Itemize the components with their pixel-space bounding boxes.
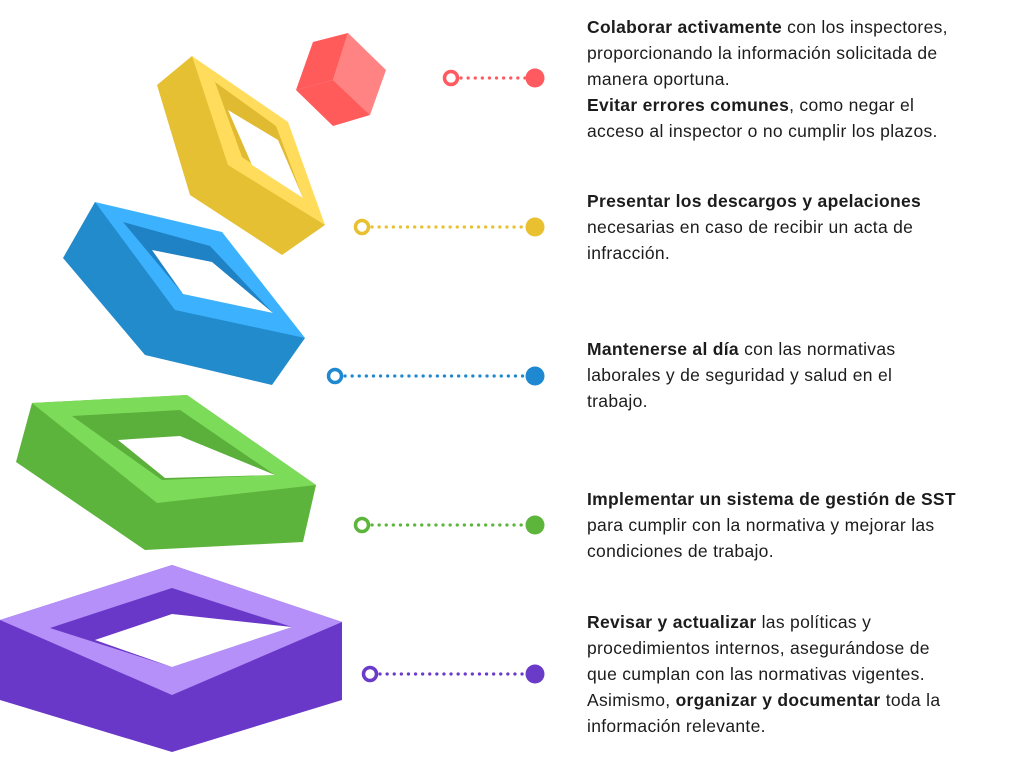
- text-line: proporcionando la información solicitada…: [587, 40, 948, 66]
- text-line: Presentar los descargos y apelaciones: [587, 188, 921, 214]
- text-line: infracción.: [587, 240, 921, 266]
- item-text-blue: Mantenerse al día con las normativas labo…: [587, 336, 895, 414]
- text-segment: Asimismo,: [587, 690, 676, 710]
- text-segment: toda la: [880, 690, 941, 710]
- open-circle-icon: [326, 367, 344, 385]
- text-line: acceso al inspector o no cumplir los pla…: [587, 118, 948, 144]
- connector-yellow: [353, 217, 545, 237]
- text-segment: trabajo.: [587, 391, 648, 411]
- green-frame-shape: [16, 395, 316, 550]
- item-text-purple: Revisar y actualizar las políticas y proc…: [587, 609, 940, 739]
- text-segment: con las normativas: [738, 339, 896, 359]
- filled-circle-icon: [525, 366, 545, 386]
- text-segment: condiciones de trabajo.: [587, 541, 774, 561]
- text-line: manera oportuna.: [587, 66, 948, 92]
- yellow-frame-shape: [157, 56, 325, 255]
- text-segment: información relevante.: [587, 716, 766, 736]
- text-line: para cumplir con la normativa y mejorar …: [587, 512, 956, 538]
- text-line: Colaborar activamente con los inspectore…: [587, 14, 948, 40]
- filled-circle-icon: [525, 515, 545, 535]
- text-segment: para cumplir con la normativa y mejorar …: [587, 515, 935, 535]
- text-line: que cumplan con las normativas vigentes.: [587, 661, 940, 687]
- text-segment: necesarias en caso de recibir un acta de: [587, 217, 914, 237]
- text-line: Evitar errores comunes, como negar el: [587, 92, 948, 118]
- text-segment: proporcionando la información solicitada…: [587, 43, 938, 63]
- bold-phrase: Presentar los descargos y apelaciones: [587, 191, 922, 211]
- bold-phrase: Implementar un sistema de gestión de SST: [587, 489, 956, 509]
- text-line: Implementar un sistema de gestión de SST: [587, 486, 956, 512]
- connector-green: [353, 515, 545, 535]
- open-circle-icon: [353, 516, 371, 534]
- text-segment: que cumplan con las normativas vigentes.: [587, 664, 925, 684]
- item-text-red: Colaborar activamente con los inspectore…: [587, 14, 948, 144]
- open-circle-icon: [361, 665, 379, 683]
- item-text-green: Implementar un sistema de gestión de SST…: [587, 486, 956, 564]
- text-line: trabajo.: [587, 388, 895, 414]
- filled-circle-icon: [525, 68, 545, 88]
- text-line: Asimismo, organizar y documentar toda la: [587, 687, 940, 713]
- text-segment: procedimientos internos, asegurándose de: [587, 638, 930, 658]
- bold-phrase: Revisar y actualizar: [587, 612, 757, 632]
- text-line: Mantenerse al día con las normativas: [587, 336, 895, 362]
- bold-phrase: Evitar errores comunes: [587, 95, 790, 115]
- connector-blue: [326, 366, 545, 386]
- text-line: información relevante.: [587, 713, 940, 739]
- text-segment: manera oportuna.: [587, 69, 730, 89]
- open-circle-icon: [353, 218, 371, 236]
- text-line: laborales y de seguridad y salud en el: [587, 362, 895, 388]
- filled-circle-icon: [525, 664, 545, 684]
- item-text-yellow: Presentar los descargos y apelaciones nec…: [587, 188, 921, 266]
- red-cube-shape: [296, 33, 386, 126]
- text-segment: con los inspectores,: [781, 17, 948, 37]
- open-circle-icon: [442, 69, 460, 87]
- bold-phrase: organizar y documentar: [675, 690, 881, 710]
- text-line: necesarias en caso de recibir un acta de: [587, 214, 921, 240]
- connector-red: [442, 68, 545, 88]
- text-segment: las políticas y: [756, 612, 872, 632]
- text-segment: infracción.: [587, 243, 671, 263]
- text-segment: laborales y de seguridad y salud en el: [587, 365, 893, 385]
- text-segment: , como negar el: [789, 95, 915, 115]
- connector-purple: [361, 664, 545, 684]
- bold-phrase: Colaborar activamente: [587, 17, 782, 37]
- filled-circle-icon: [525, 217, 545, 237]
- text-segment: acceso al inspector o no cumplir los pla…: [587, 121, 938, 141]
- text-line: Revisar y actualizar las políticas y: [587, 609, 940, 635]
- blue-frame-shape: [63, 202, 305, 385]
- bold-phrase: Mantenerse al día: [587, 339, 739, 359]
- text-line: condiciones de trabajo.: [587, 538, 956, 564]
- purple-frame-shape: [0, 565, 342, 752]
- text-line: procedimientos internos, asegurándose de: [587, 635, 940, 661]
